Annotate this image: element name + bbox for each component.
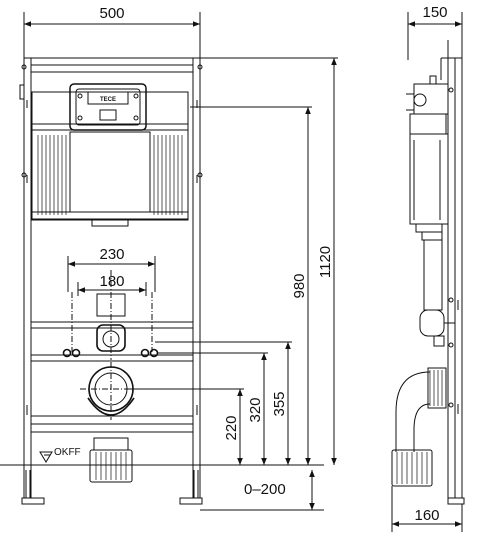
- side-rail: [454, 57, 463, 499]
- dim-flush-height: 320: [247, 397, 264, 422]
- dim-supply-height: 355: [271, 391, 288, 416]
- front-view: TECE: [0, 57, 240, 505]
- dim-total-height: 1120: [317, 246, 334, 278]
- dim-width-front: 500: [99, 5, 124, 22]
- dim-flush-pipe-spacing: 230: [99, 246, 124, 263]
- dim-drain-height: 220: [223, 415, 240, 440]
- drain-elbow: [80, 362, 142, 420]
- frame-left-post: [23, 57, 32, 499]
- flush-plate-opening: TECE: [69, 83, 147, 131]
- dimension-labels: 500 230 180 1120 980 355 320 220 0–200 1…: [99, 4, 447, 524]
- mounting-bar-upper: [30, 321, 194, 329]
- mounting-bar-lower: [30, 415, 194, 425]
- cistern-side: [406, 75, 455, 347]
- front-dimensions: [23, 12, 338, 511]
- cistern: [31, 91, 189, 227]
- side-dimensions: [391, 12, 463, 532]
- dim-floor-adjust: 0–200: [244, 481, 286, 498]
- dim-cistern-height: 980: [291, 273, 308, 298]
- flush-connector: [96, 270, 126, 360]
- brand-logo: TECE: [100, 97, 116, 103]
- frame-right-post: [192, 57, 201, 499]
- okff-label: OKFF: [54, 447, 81, 458]
- frame-feet: [21, 470, 203, 505]
- stud-bolts: [62, 292, 159, 358]
- waste-pipe: [89, 437, 133, 483]
- drain-elbow-side: [391, 367, 447, 487]
- dim-waste-spacing: 180: [99, 273, 124, 290]
- floor-reference: [0, 451, 240, 466]
- dim-depth-side-top: 150: [422, 4, 447, 21]
- mounting-bar-middle: [30, 354, 194, 362]
- dim-depth-side-bottom: 160: [414, 507, 439, 524]
- side-view: [391, 40, 465, 505]
